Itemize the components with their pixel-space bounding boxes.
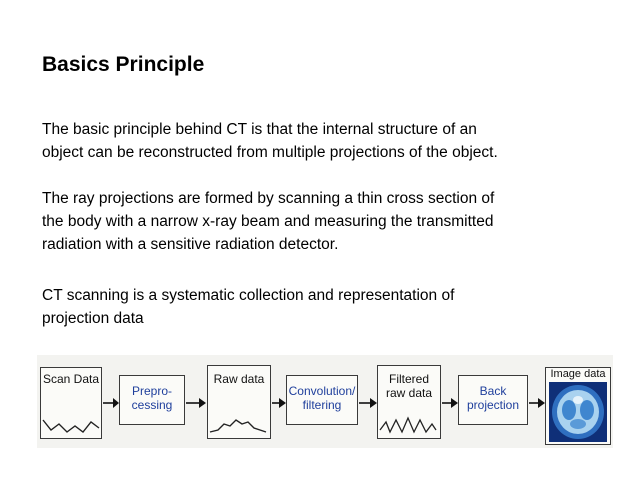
step-image-data: Image data	[545, 367, 611, 445]
step-label: Filtered	[388, 372, 429, 386]
slide-title: Basics Principle	[42, 53, 205, 76]
step-filtered-raw-data: Filtered raw data	[377, 365, 441, 439]
arrow-right-icon	[103, 398, 119, 408]
step-scan-data: Scan Data	[40, 367, 102, 439]
step-label: Back	[479, 384, 507, 398]
text-line: projection data	[42, 310, 144, 327]
step-label: cessing	[131, 398, 173, 412]
ct-slice-image	[549, 382, 607, 442]
ct-pipeline-diagram: Scan Data Prepro- cessing Raw data	[37, 355, 613, 448]
step-label: projection	[466, 398, 520, 412]
arrow-right-icon	[186, 398, 206, 408]
arrow-right-icon	[529, 398, 545, 408]
text-line: object can be reconstructed from multipl…	[42, 144, 498, 161]
paragraph-ct-scanning: CT scanning is a systematic collection a…	[42, 284, 602, 330]
text-line: CT scanning is a systematic collection a…	[42, 287, 455, 304]
arrow-right-icon	[359, 398, 377, 408]
waveform-icon	[209, 419, 267, 433]
step-label: raw data	[385, 386, 433, 400]
step-preprocessing: Prepro- cessing	[119, 375, 185, 425]
waveform-icon	[42, 419, 100, 433]
step-raw-data: Raw data	[207, 365, 271, 439]
arrow-right-icon	[272, 398, 286, 408]
step-label: filtering	[302, 398, 342, 412]
step-back-projection: Back projection	[458, 375, 528, 425]
text-line: the body with a narrow x-ray beam and me…	[42, 213, 494, 230]
paragraph-ray-projections: The ray projections are formed by scanni…	[42, 187, 602, 256]
text-line: The basic principle behind CT is that th…	[42, 121, 477, 138]
arrow-right-icon	[442, 398, 458, 408]
step-label: Prepro-	[131, 384, 172, 398]
step-label: Scan Data	[42, 372, 100, 386]
paragraph-principle: The basic principle behind CT is that th…	[42, 118, 602, 164]
waveform-icon	[379, 416, 437, 434]
step-convolution-filtering: Convolution/ filtering	[286, 375, 358, 425]
text-line: The ray projections are formed by scanni…	[42, 190, 495, 207]
step-label: Image data	[550, 368, 606, 380]
text-line: radiation with a sensitive radiation det…	[42, 236, 339, 253]
step-label: Raw data	[213, 372, 265, 386]
step-label: Convolution/	[288, 384, 356, 398]
